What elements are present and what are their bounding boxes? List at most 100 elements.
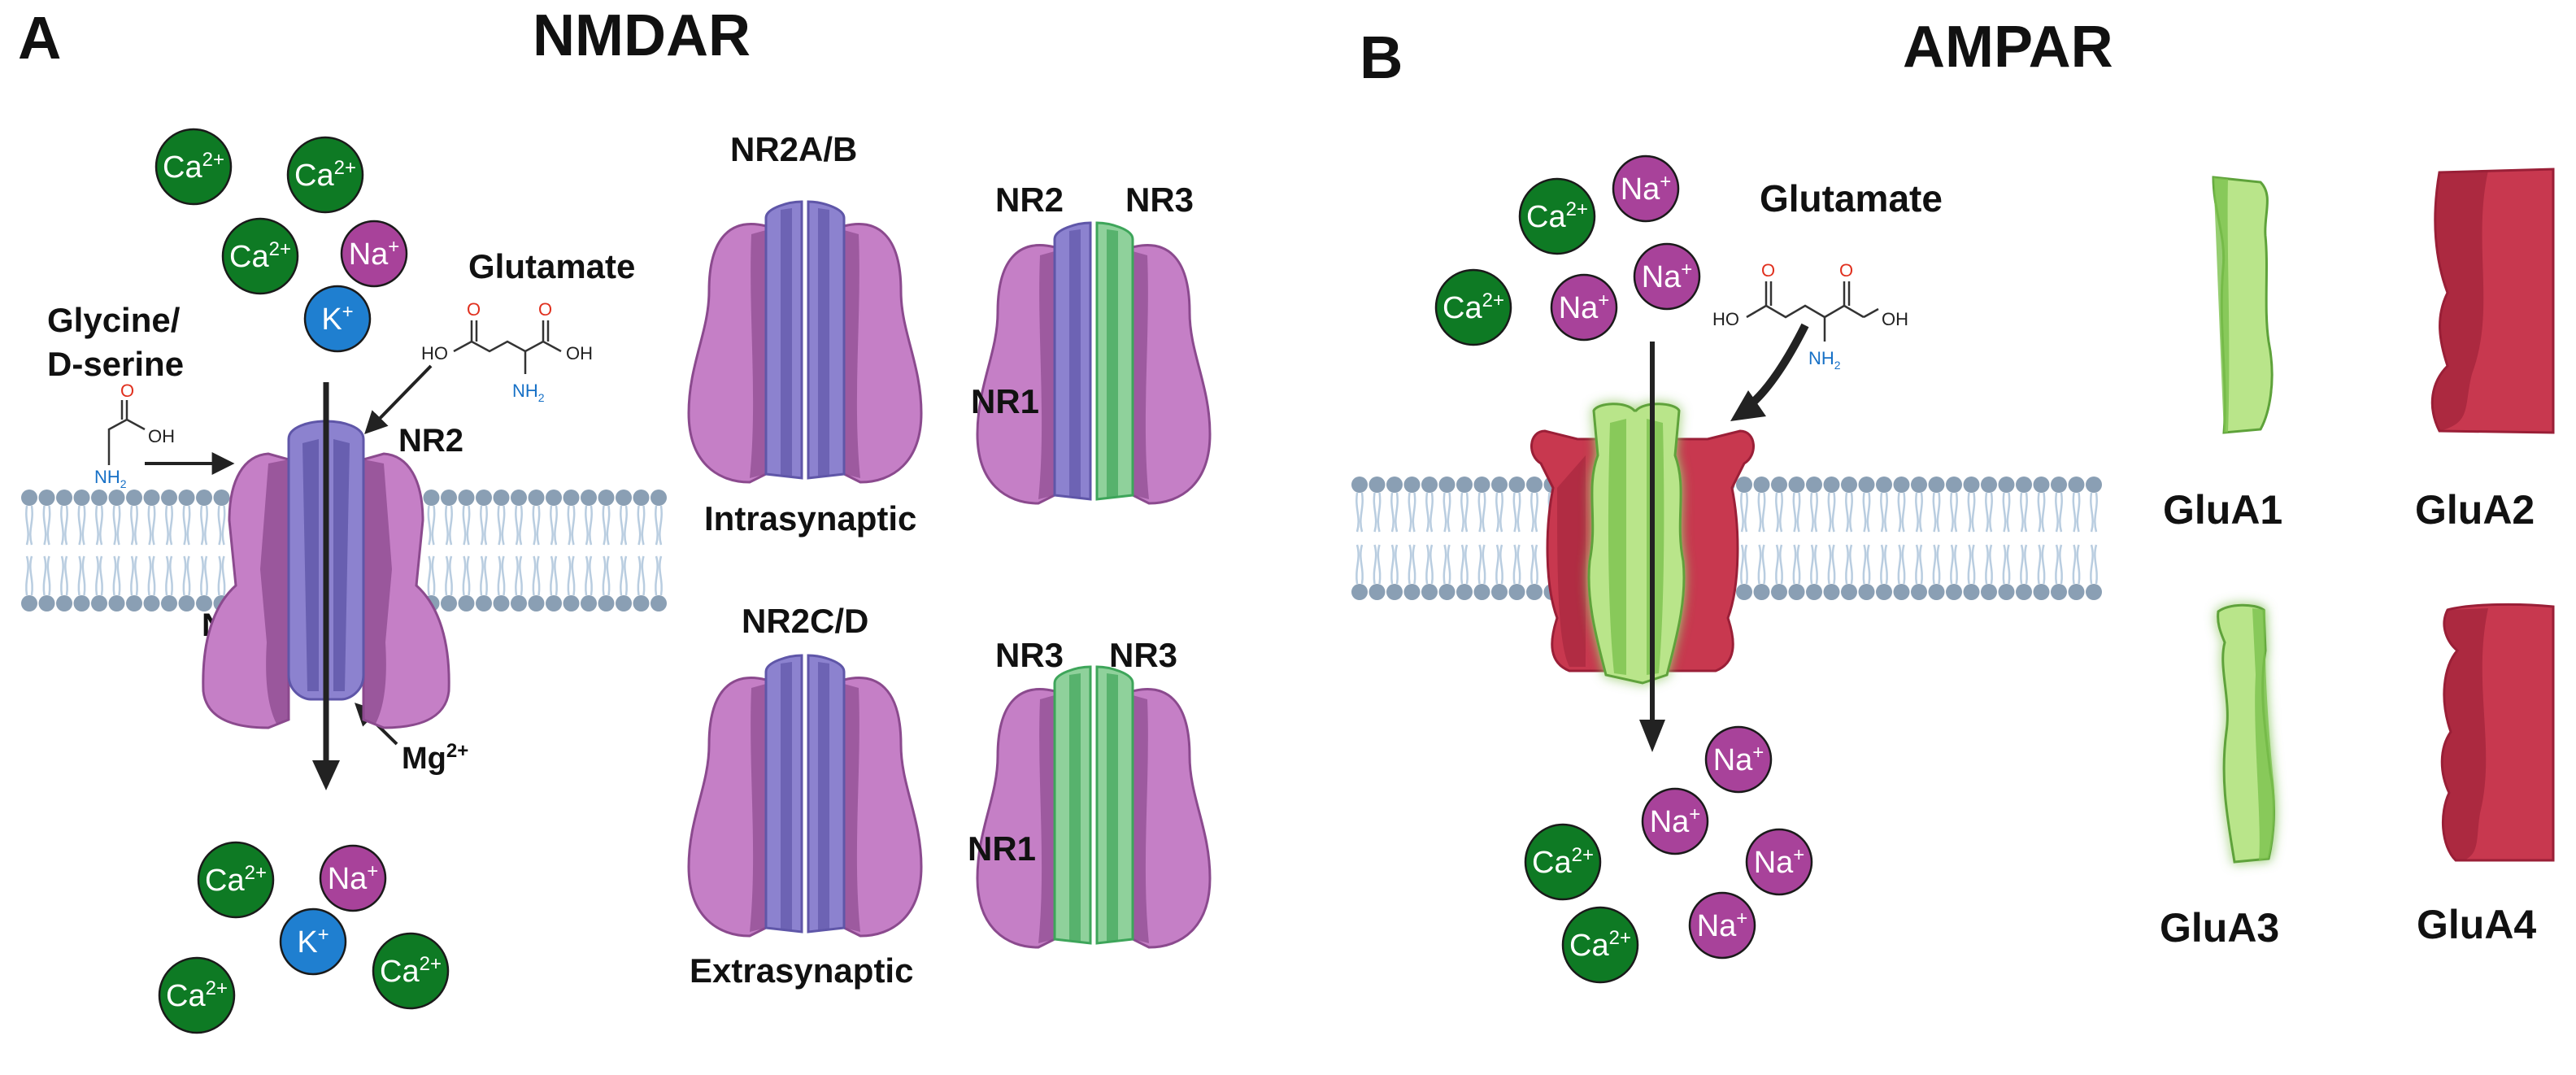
glua4-label: GluA4 bbox=[2417, 902, 2536, 947]
nmdar-variants bbox=[687, 200, 1212, 949]
na-ion-label: Na+ bbox=[328, 860, 379, 896]
glua1-icon bbox=[2212, 176, 2274, 434]
na-ion: Na+ bbox=[319, 844, 387, 912]
ca-ion-label: Ca2+ bbox=[1442, 289, 1504, 325]
na-ion-label: Na+ bbox=[1650, 803, 1701, 839]
variant-2-location: Extrasynaptic bbox=[690, 951, 913, 990]
glu-a-nh2: NH2 bbox=[512, 381, 545, 404]
k-ion-label: K+ bbox=[321, 301, 353, 337]
ca-ion-label: Ca2+ bbox=[1532, 844, 1594, 880]
ca-ion-label: Ca2+ bbox=[1569, 927, 1631, 963]
glu-a-oh: OH bbox=[566, 343, 593, 363]
variant-2-subunits: NR2C/D bbox=[742, 602, 868, 640]
nr3-variant-2-left: NR3 bbox=[995, 636, 1064, 674]
glycine-molecule bbox=[107, 400, 146, 465]
glua3-icon bbox=[2217, 603, 2275, 864]
ca-ion: Ca2+ bbox=[1524, 823, 1602, 901]
na-ion: Na+ bbox=[1641, 787, 1709, 855]
na-ion: Na+ bbox=[1633, 242, 1701, 311]
glu-b-ho: HO bbox=[1712, 309, 1739, 329]
nr2-nr3-receptor bbox=[976, 221, 1212, 505]
nr3-variant-1-side: NR1 bbox=[971, 382, 1039, 420]
variant-1-subunits: NR2A/B bbox=[730, 130, 857, 168]
ca-ion: Ca2+ bbox=[286, 136, 364, 214]
nr3-nr3-receptor bbox=[976, 665, 1212, 949]
glua2-label: GluA2 bbox=[2415, 487, 2535, 533]
na-ion: Na+ bbox=[1745, 828, 1813, 896]
nr2ab-receptor bbox=[687, 200, 923, 484]
ampar-green-subunits bbox=[1587, 403, 1686, 685]
panel-a-letter: A bbox=[18, 4, 61, 72]
na-ion-label: Na+ bbox=[1559, 289, 1610, 325]
k-ion: K+ bbox=[279, 907, 347, 976]
ampar-channel bbox=[1530, 342, 1755, 752]
glua3-label: GluA3 bbox=[2160, 905, 2279, 951]
ca-ion: Ca2+ bbox=[158, 956, 236, 1034]
ca-ion: Ca2+ bbox=[221, 217, 299, 295]
mg-label: Mg2+ bbox=[402, 740, 468, 776]
ca-ion-label: Ca2+ bbox=[163, 149, 224, 185]
k-ion-label: K+ bbox=[297, 924, 329, 960]
nmdar-channel bbox=[202, 382, 450, 790]
na-ion: Na+ bbox=[340, 220, 408, 288]
nmdar-glutamate-label: Glutamate bbox=[468, 247, 635, 285]
glutamate-arrow-b bbox=[1745, 323, 1809, 410]
k-ion: K+ bbox=[303, 285, 372, 353]
glycine-label-line1: Glycine/ bbox=[47, 301, 181, 339]
na-ion: Na+ bbox=[1612, 155, 1680, 223]
glu-b-o2: O bbox=[1839, 260, 1853, 281]
glycine-o: O bbox=[120, 381, 134, 401]
na-ion-label: Na+ bbox=[1697, 907, 1748, 943]
ca-ion-label: Ca2+ bbox=[1526, 198, 1588, 234]
ca-ion-label: Ca2+ bbox=[205, 862, 267, 898]
glua2-icon bbox=[2430, 168, 2555, 434]
nr3-variant-1-right: NR3 bbox=[1125, 181, 1194, 219]
na-ion-label: Na+ bbox=[1713, 742, 1764, 777]
glutamate-arrowhead-b bbox=[1730, 390, 1766, 421]
nr3-variant-1-left: NR2 bbox=[995, 181, 1064, 219]
ca-ion-label: Ca2+ bbox=[229, 238, 291, 274]
nr3-variant-2-right: NR3 bbox=[1109, 636, 1177, 674]
glu-b-o1: O bbox=[1761, 260, 1775, 281]
glu-b-nh2: NH2 bbox=[1808, 348, 1841, 372]
nr2-label: NR2 bbox=[398, 423, 463, 459]
ca-ion-label: Ca2+ bbox=[294, 157, 356, 193]
glu-a-o2: O bbox=[538, 299, 552, 320]
glua1-label: GluA1 bbox=[2163, 487, 2282, 533]
ca-ion-label: Ca2+ bbox=[380, 953, 442, 989]
na-ion: Na+ bbox=[1688, 891, 1756, 960]
na-ion-label: Na+ bbox=[1754, 844, 1805, 880]
glu-b-oh: OH bbox=[1882, 309, 1908, 329]
ca-ion: Ca2+ bbox=[154, 128, 233, 206]
glu-a-o1: O bbox=[467, 299, 481, 320]
nr3-variant-2-side: NR1 bbox=[968, 829, 1036, 868]
na-ion: Na+ bbox=[1550, 273, 1618, 342]
ions-layer: Ca2+ Ca2+ Ca2+ Na+ K+ Ca2+ Na+ K+ Ca2+ Ca2+ Ca2+ Na… bbox=[154, 128, 1813, 1034]
glycine-nh2: NH2 bbox=[94, 467, 127, 490]
na-ion: Na+ bbox=[1704, 725, 1773, 794]
glua4-icon bbox=[2440, 603, 2555, 862]
glutamate-arrow-a bbox=[364, 364, 433, 435]
panel-b-title: AMPAR bbox=[1903, 15, 2113, 80]
ca-ion: Ca2+ bbox=[197, 841, 275, 919]
ca-ion: Ca2+ bbox=[1434, 268, 1512, 346]
glutamate-molecule-b bbox=[1746, 281, 1879, 342]
ca-ion: Ca2+ bbox=[1561, 906, 1639, 984]
na-ion-label: Na+ bbox=[1642, 259, 1693, 294]
panel-a-title: NMDAR bbox=[533, 3, 751, 68]
ca-ion: Ca2+ bbox=[372, 932, 450, 1010]
panel-b-letter: B bbox=[1360, 24, 1403, 91]
glu-a-ho: HO bbox=[421, 343, 448, 363]
na-ion-label: Na+ bbox=[349, 236, 400, 272]
ampar-glutamate-label: Glutamate bbox=[1760, 177, 1943, 220]
glycine-oh: OH bbox=[148, 426, 175, 446]
ca-ion: Ca2+ bbox=[1518, 177, 1596, 255]
ca-ion-label: Ca2+ bbox=[166, 977, 228, 1013]
glycine-label-line2: D-serine bbox=[47, 345, 184, 383]
na-ion-label: Na+ bbox=[1621, 171, 1672, 207]
nr2cd-receptor bbox=[687, 654, 923, 938]
variant-1-location: Intrasynaptic bbox=[704, 499, 916, 538]
glutamate-molecule-a bbox=[453, 320, 562, 374]
